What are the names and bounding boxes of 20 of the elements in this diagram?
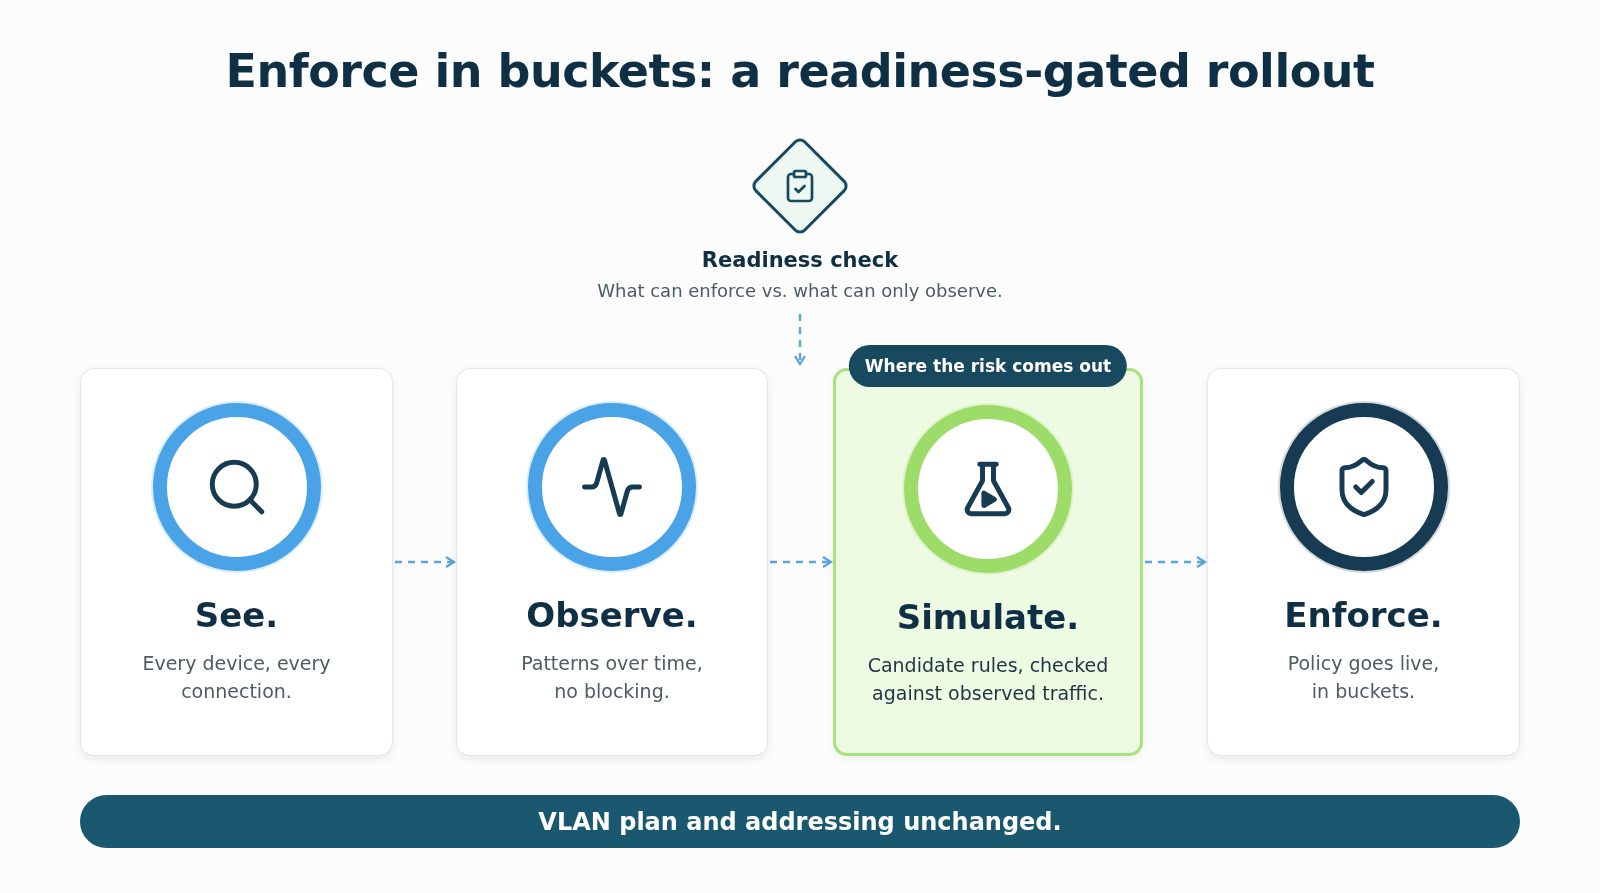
step-heading: Enforce. <box>1284 595 1443 635</box>
step-heading: See. <box>194 595 279 635</box>
step-card <box>80 368 393 756</box>
dashed-arrow <box>395 555 456 569</box>
footer-banner: VLAN plan and addressing unchanged. <box>80 795 1520 848</box>
step-description: Candidate rules, checked against observed traffic. <box>866 653 1110 706</box>
step-description: Every device, every connection. <box>141 651 332 704</box>
step-description: Policy goes live, in buckets. <box>1286 651 1441 704</box>
step-description: Patterns over time, no blocking. <box>520 651 704 704</box>
dashed-arrow <box>770 555 833 569</box>
step-heading: Readiness check <box>701 248 899 272</box>
dashed-arrow <box>793 314 807 366</box>
step-card <box>456 368 768 756</box>
step-description: What can enforce vs. what can only observe. <box>597 280 1003 301</box>
dashed-arrow <box>1145 555 1207 569</box>
step-card <box>1207 368 1520 756</box>
step-heading: Observe. <box>526 595 698 635</box>
diagram-title: Enforce in buckets: a readiness-gated rollout <box>224 44 1376 98</box>
callout-badge: Where the risk comes out <box>848 345 1128 387</box>
step-heading: Simulate. <box>896 597 1080 637</box>
